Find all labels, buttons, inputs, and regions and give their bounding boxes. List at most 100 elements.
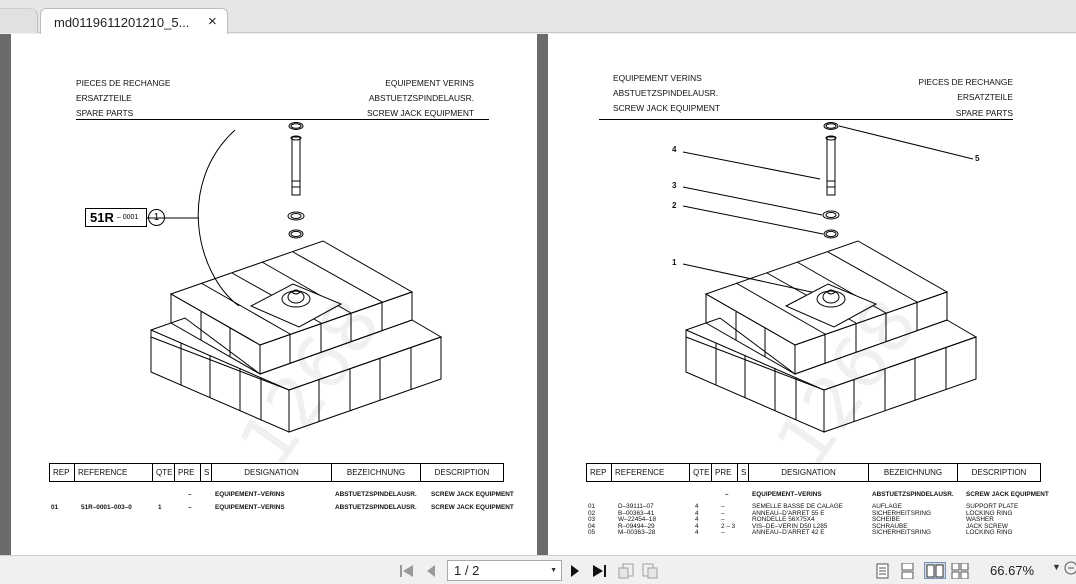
table-cell-designation: EQUIPEMENT–VERINS: [752, 491, 822, 498]
page-1: PIECES DE RECHANGE ERSATZTEILE SPARE PAR…: [11, 34, 537, 555]
table-cell-reference: R–09494–29: [618, 522, 655, 530]
page1-header-right-3: SCREW JACK EQUIPMENT: [366, 108, 474, 118]
table-cell-bezeichnung: SICHERHEITSRING: [872, 529, 931, 536]
table-cell-qte: 4: [695, 529, 699, 536]
subassembly-label: 51R – 0001: [85, 208, 147, 227]
col-designation: DESIGNATION: [212, 464, 332, 481]
first-page-icon[interactable]: [398, 562, 416, 579]
page1-header-right-1: EQUIPEMENT VERINS: [385, 78, 474, 88]
next-page-icon[interactable]: [566, 562, 584, 579]
callout-4: 4: [672, 145, 677, 154]
table-cell-description: LOCKING RING: [966, 529, 1013, 536]
next-view-icon[interactable]: [641, 562, 659, 579]
table-cell-rep: 02: [588, 509, 596, 517]
col-description: DESCRIPTION: [434, 468, 490, 477]
page-2: EQUIPEMENT VERINS ABSTUETZSPINDELAUSR. S…: [548, 34, 1076, 555]
table-cell-description: LOCKING RING: [966, 509, 1013, 517]
page2-header-left-2: ABSTUETZSPINDELAUSR.: [613, 88, 719, 98]
two-page-view-icon[interactable]: [924, 562, 946, 579]
document-viewer[interactable]: PIECES DE RECHANGE ERSATZTEILE SPARE PAR…: [0, 34, 1076, 555]
zoom-out-icon[interactable]: [1064, 561, 1076, 575]
table-cell-designation: ANNEAU–D'ARRET 55 E: [752, 509, 825, 517]
document-tab-title: md0119611201210_5...: [54, 15, 190, 30]
table-cell-rep: 01: [588, 503, 596, 510]
table-cell-bezeichnung: ABSTUETZSPINDELAUSR.: [335, 491, 417, 498]
table-cell-reference: M–00363–28: [618, 529, 656, 536]
callout-2: 2: [672, 201, 677, 210]
col-bezeichnung: BEZEICHNUNG: [869, 464, 958, 481]
table-cell-description: SCREW JACK EQUIPMENT: [966, 491, 1049, 498]
callout-5: 5: [975, 154, 980, 163]
page1-header-right-2: ABSTUETZSPINDELAUSR.: [368, 93, 474, 103]
page1-header-left-3: SPARE PARTS: [76, 108, 134, 118]
table-cell-pre: –: [721, 503, 725, 510]
subassembly-label-main: 51R: [90, 210, 114, 225]
table-cell-designation: ANNEAU–D'ARRET 42 E: [752, 529, 825, 536]
table-cell-rep: 05: [588, 529, 596, 536]
document-tab[interactable]: md0119611201210_5... ×: [40, 8, 228, 34]
page1-header-left-1: PIECES DE RECHANGE: [76, 78, 171, 88]
table-cell-designation: VIS–DE–VERIN D50 L285: [752, 522, 828, 530]
table-cell-pre: –: [721, 509, 725, 517]
continuous-view-icon[interactable]: [899, 562, 917, 579]
zoom-level[interactable]: 66.67%: [990, 563, 1035, 578]
table-cell-designation: SEMELLE BASSE DE CALAGE: [752, 503, 843, 510]
col-qte: QTE: [690, 464, 712, 481]
table-cell-pre: –: [721, 516, 725, 523]
page-number-value: 1 / 2: [454, 563, 480, 578]
tab-previous[interactable]: [0, 8, 38, 33]
bottom-toolbar: 1 / 2 ▼ 66.67% ▼: [0, 555, 1076, 584]
table-cell-pre: –: [188, 491, 192, 498]
close-tab-icon[interactable]: ×: [208, 13, 217, 30]
col-rep: REP: [587, 464, 612, 481]
col-reference: REFERENCE: [612, 464, 690, 481]
table-cell-qte: 1: [158, 504, 162, 511]
previous-page-icon[interactable]: [422, 562, 440, 579]
page2-header-right-3: SPARE PARTS: [955, 108, 1013, 118]
page2-exploded-drawing: 1268: [682, 122, 978, 464]
table-cell-reference: B–00363–41: [618, 509, 655, 517]
previous-view-icon[interactable]: [617, 562, 635, 579]
single-page-view-icon[interactable]: [874, 562, 892, 579]
table-cell-rep: 01: [51, 504, 59, 511]
page2-header-rule: [599, 119, 1013, 120]
table-cell-bezeichnung: SCHEIBE: [872, 516, 901, 523]
table-cell-description: SUPPORT PLATE: [966, 503, 1019, 510]
col-reference: REFERENCE: [75, 464, 153, 481]
table-cell-pre: –: [725, 491, 729, 498]
table-cell-qte: 4: [695, 503, 699, 510]
table-cell-qte: 4: [695, 522, 699, 530]
table-cell-designation: RONDELLE 56X75X4: [752, 516, 815, 523]
two-page-continuous-view-icon[interactable]: [951, 562, 969, 579]
zoom-dropdown-icon[interactable]: ▼: [1052, 562, 1061, 572]
table-cell-description: JACK SCREW: [966, 522, 1008, 530]
table-cell-rep: 03: [588, 516, 596, 523]
table-cell-pre: –: [721, 529, 725, 536]
page1-header-rule: [76, 119, 489, 120]
page-number-select[interactable]: 1 / 2 ▼: [447, 560, 562, 581]
col-rep: REP: [50, 464, 75, 481]
table-cell-bezeichnung: SICHERHEITSRING: [872, 509, 931, 517]
page1-parts-table-header: REP REFERENCE QTE PRE S DESIGNATION BEZE…: [49, 463, 504, 482]
col-qte: QTE: [153, 464, 175, 481]
chevron-down-icon: ▼: [550, 567, 557, 574]
callout-1: 1: [672, 258, 677, 267]
table-cell-reference: 51R–0001–003–0: [81, 504, 132, 511]
item-callout-circle: 1: [148, 209, 165, 226]
table-cell-bezeichnung: AUFLAGE: [872, 503, 902, 510]
table-cell-pre: 2 – 3: [721, 522, 736, 530]
tab-bar: md0119611201210_5... ×: [0, 0, 1076, 34]
table-cell-description: SCREW JACK EQUIPMENT: [431, 504, 514, 511]
page1-exploded-drawing: 1268: [147, 122, 443, 464]
page2-parts-table-header: REP REFERENCE QTE PRE S DESIGNATION BEZE…: [586, 463, 1041, 482]
table-cell-qte: 4: [695, 516, 699, 523]
callout-3: 3: [672, 181, 677, 190]
col-description: DESCRIPTION: [971, 468, 1027, 477]
col-pre: PRE: [712, 464, 738, 481]
col-pre: PRE: [175, 464, 201, 481]
col-designation: DESIGNATION: [749, 464, 869, 481]
last-page-icon[interactable]: [590, 562, 608, 579]
table-cell-reference: W–22454–18: [618, 516, 657, 523]
table-cell-bezeichnung: ABSTUETZSPINDELAUSR.: [335, 504, 417, 511]
col-s: S: [201, 464, 212, 481]
